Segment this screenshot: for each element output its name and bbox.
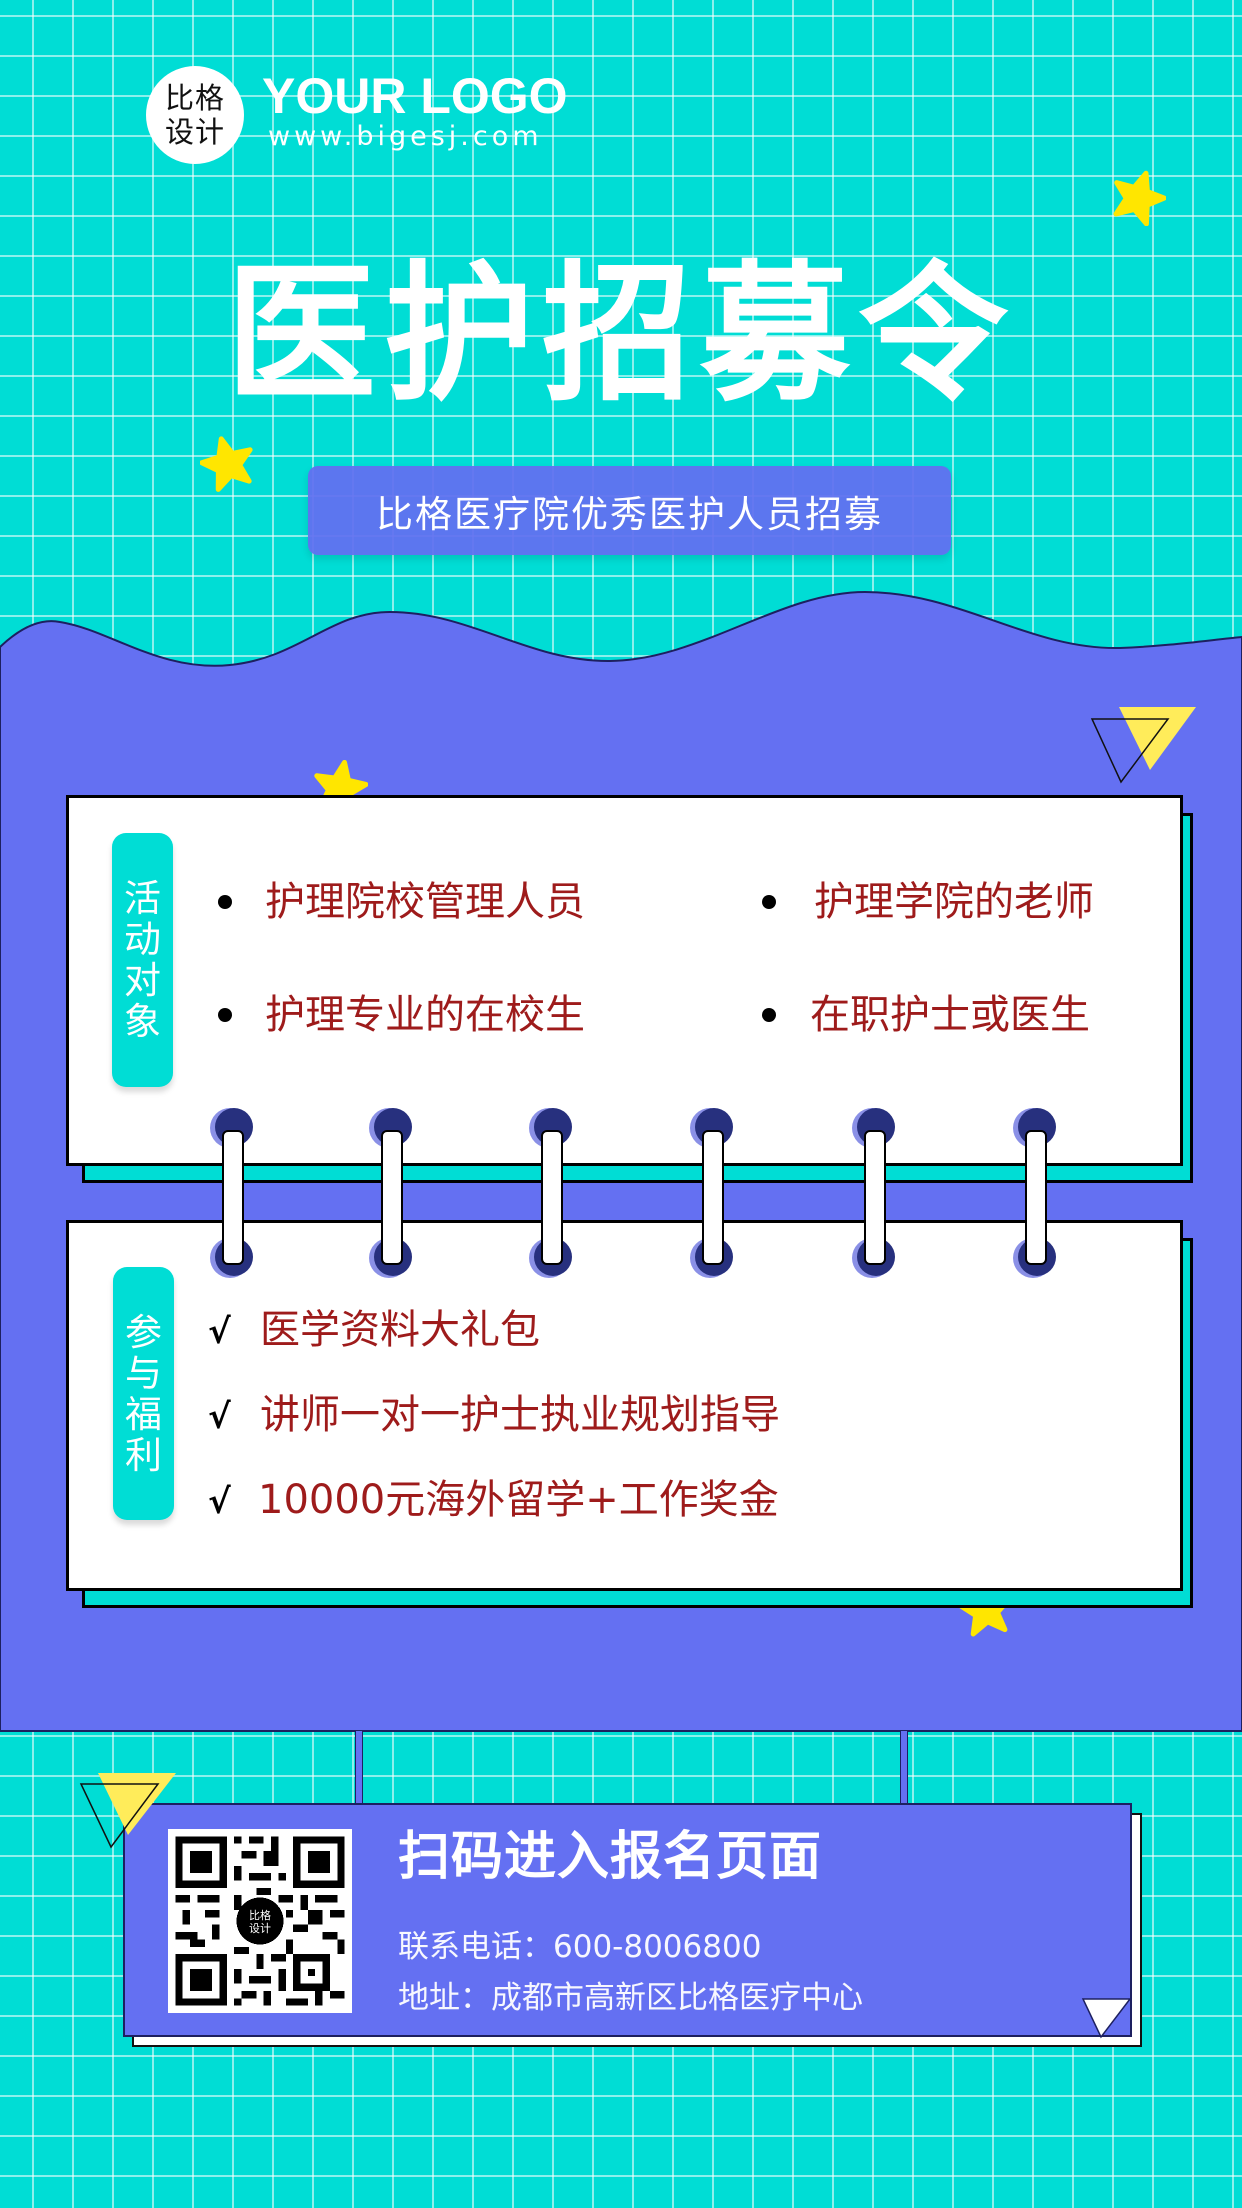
phone-number[interactable]: 600-8006800 <box>553 1929 762 1965</box>
star-icon <box>200 436 253 492</box>
benefits-card <box>66 1220 1183 1591</box>
check-icon: √ <box>208 1397 231 1437</box>
triangle-decoration-icon <box>79 1773 176 1849</box>
star-icon <box>1113 170 1166 226</box>
logo-badge: 比格 设计 <box>146 66 244 164</box>
phone-label: 联系电话： <box>398 1929 553 1965</box>
triangle-decoration-icon <box>1090 707 1196 784</box>
address-line: 地址：成都市高新区比格医疗中心 <box>398 1978 863 2018</box>
benefits-label: 参与福利 <box>113 1267 174 1520</box>
address-label: 地址： <box>398 1980 491 2016</box>
phone-line: 联系电话：600-8006800 <box>398 1927 761 1967</box>
qr-code[interactable]: 比格 设计 <box>168 1829 352 2013</box>
triangle-down-icon <box>1081 1998 1132 2039</box>
targets-card <box>66 795 1183 1166</box>
benefit-item: 讲师一对一护士执业规划指导 <box>260 1392 780 1438</box>
target-item: 护理专业的在校生 <box>265 992 585 1038</box>
targets-label-text: 活动对象 <box>124 877 161 1043</box>
benefit-item: 10000元海外留学+工作奖金 <box>258 1477 779 1523</box>
cta-title: 扫码进入报名页面 <box>398 1827 823 1887</box>
check-icon: √ <box>208 1482 231 1522</box>
check-icon: √ <box>208 1312 231 1352</box>
page-title: 医护招募令 <box>225 248 1016 422</box>
benefit-item: 医学资料大礼包 <box>260 1307 540 1353</box>
subtitle-banner: 比格医疗院优秀医护人员招募 <box>308 466 951 555</box>
band-divider <box>0 1730 1242 1732</box>
qr-center-line2: 设计 <box>249 1922 271 1935</box>
qr-code-icon <box>168 1829 352 2013</box>
logo-url: www.bigesj.com <box>268 121 543 152</box>
logo-title: YOUR LOGO <box>262 68 568 124</box>
target-item: 护理学院的老师 <box>814 879 1094 925</box>
logo-badge-line1: 比格 <box>164 81 225 115</box>
bullet-icon <box>762 895 776 909</box>
hanging-strap <box>355 1731 363 1804</box>
logo-badge-line2: 设计 <box>164 115 225 149</box>
binder-rings <box>210 1108 1056 1278</box>
qr-center-line1: 比格 <box>249 1909 271 1922</box>
bullet-icon <box>762 1008 776 1022</box>
address-value: 成都市高新区比格医疗中心 <box>491 1980 863 2016</box>
target-item: 护理院校管理人员 <box>265 879 585 925</box>
qr-center-logo: 比格 设计 <box>246 1909 274 1935</box>
bullet-icon <box>218 1008 232 1022</box>
targets-label: 活动对象 <box>112 833 173 1087</box>
bullet-icon <box>218 895 232 909</box>
target-item: 在职护士或医生 <box>810 992 1090 1038</box>
benefits-label-text: 参与福利 <box>125 1310 162 1477</box>
hanging-strap <box>900 1731 908 1804</box>
